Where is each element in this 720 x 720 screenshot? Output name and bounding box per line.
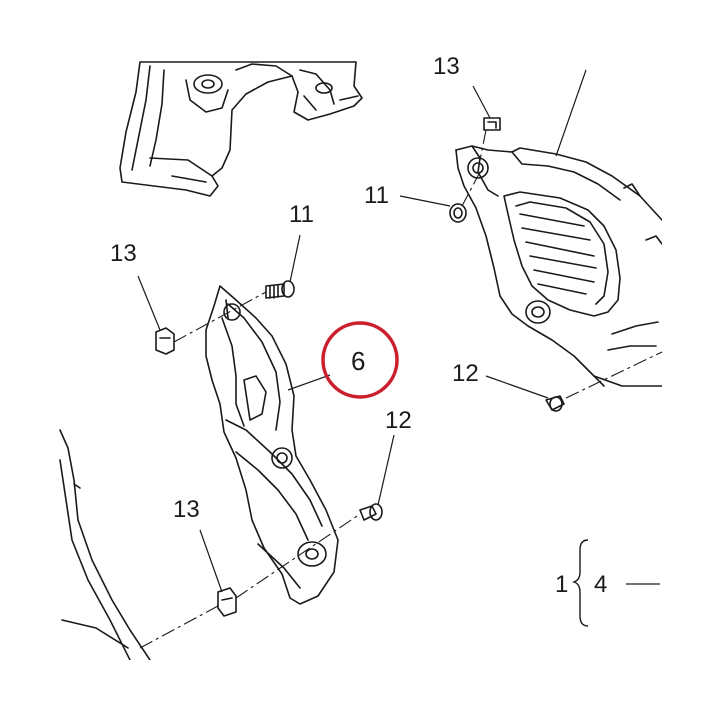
highlight-circle [321,321,399,399]
screw-11-left [265,280,295,299]
centerlines [139,129,663,649]
callout-13-left: 13 [110,240,137,267]
side-cover-part [455,145,662,387]
body-panel-outline [59,429,151,660]
screw-12-mid [359,503,383,521]
callout-11-left: 11 [289,201,314,228]
upper-bracket-part [119,61,363,197]
callout-12-right: 12 [452,360,479,387]
leader-lines [137,69,660,593]
clip-nut-13-left [155,327,175,355]
screw-12-right [545,395,565,412]
callout-12-mid: 12 [385,407,412,434]
clip-nut-13-top [483,117,501,131]
nut-11-right [449,203,467,223]
callout-11-right: 11 [364,182,389,209]
clip-nut-13-bottom [217,587,237,617]
callout-13-top: 13 [433,53,460,80]
item-6-cover-part [205,285,339,605]
callout-6: 6 [351,346,365,376]
callout-1: 1 [555,571,568,598]
callout-4: 4 [594,571,607,598]
group-brace [571,539,589,627]
callout-13-bottom: 13 [173,496,200,523]
